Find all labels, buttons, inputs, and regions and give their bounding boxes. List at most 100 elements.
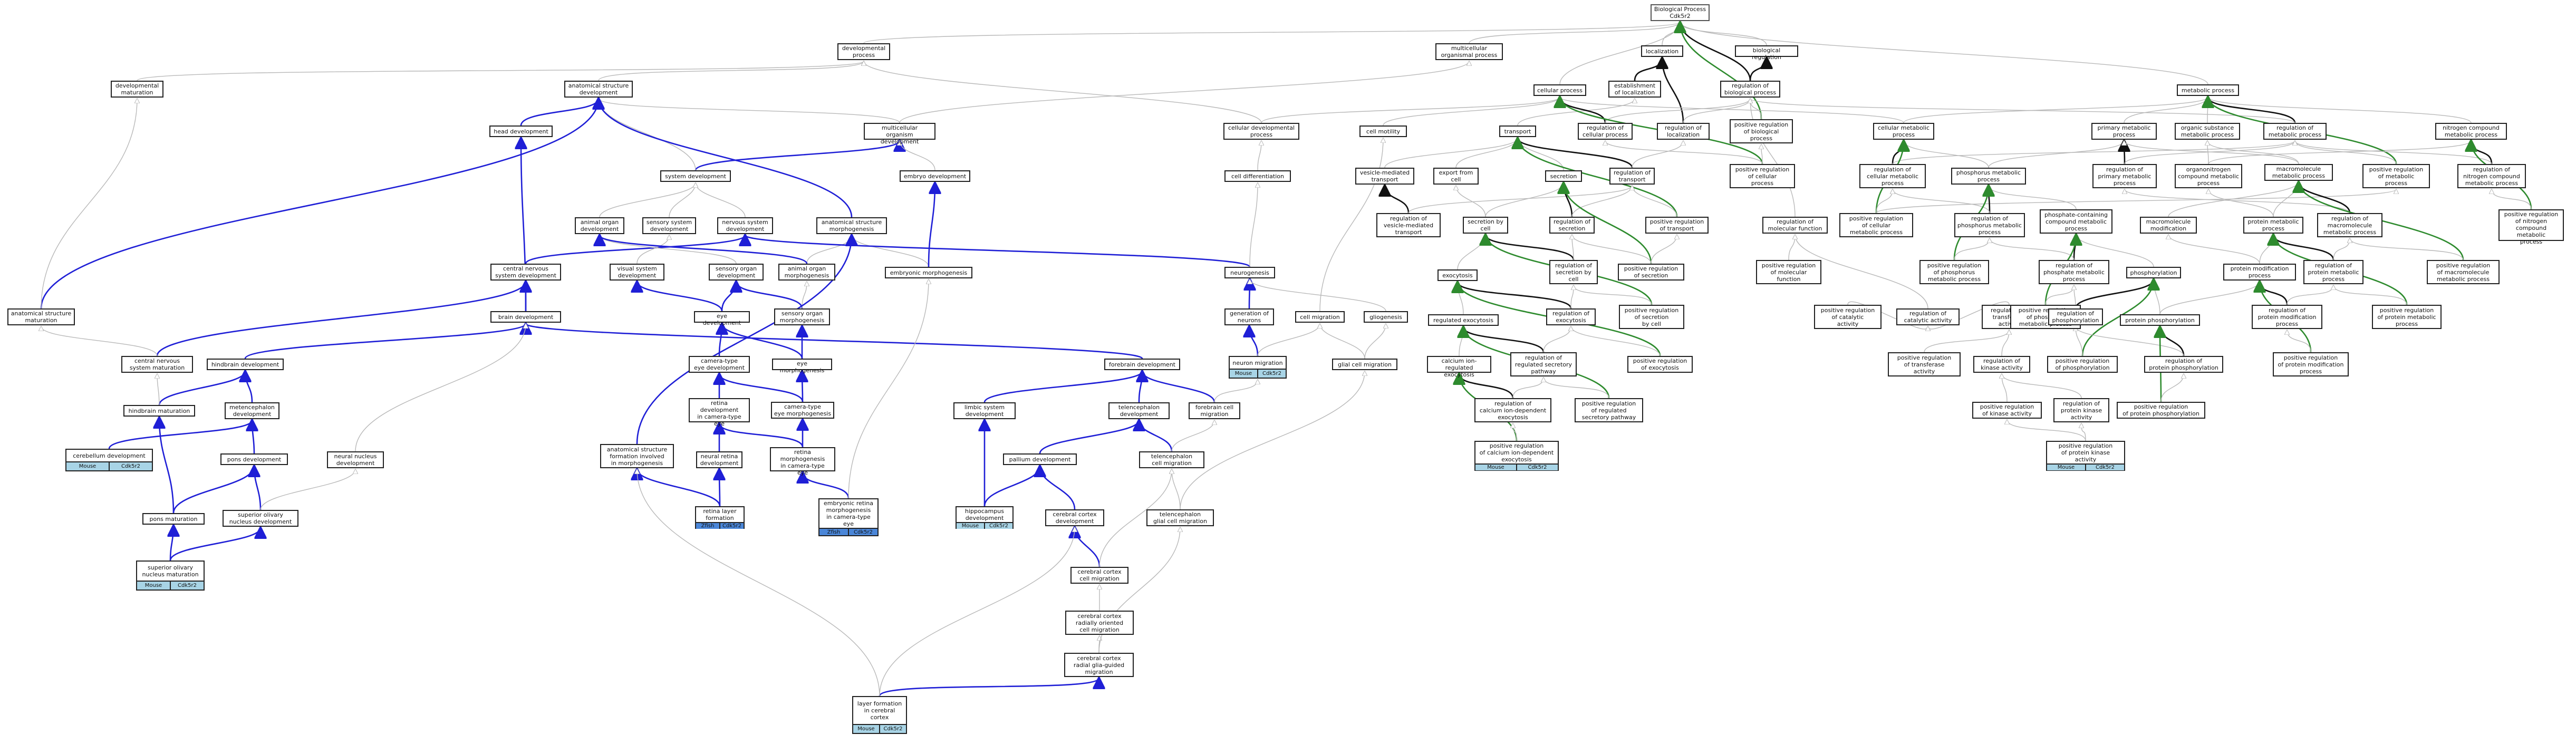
go-term-node-transport[interactable]: transport [1499,125,1536,137]
go-term-node-pos-reg-nitro-met[interactable]: positive regulation of nitrogen compound… [2498,209,2564,245]
go-term-node-reg-reg-sec[interactable]: regulation of regulated secretory pathwa… [1510,352,1577,376]
go-term-node-pos-reg-protein-kinase[interactable]: positive regulation of protein kinase ac… [2046,441,2125,471]
go-term-node-cell-motility[interactable]: cell motility [1359,125,1407,137]
go-term-node-pos-reg-bp[interactable]: positive regulation of biological proces… [1730,119,1793,143]
go-term-node-cerebral-cortex-dev[interactable]: cerebral cortex development [1045,509,1104,526]
go-term-node-embryo-dev[interactable]: embryo development [900,170,970,182]
go-term-node-sensory-sys-dev[interactable]: sensory system development [642,217,696,234]
go-term-node-met-proc[interactable]: metabolic process [2177,84,2239,96]
go-term-node-calcium-exo[interactable]: calcium ion- regulated exocytosis [1427,356,1491,378]
go-term-node-export-cell[interactable]: export from cell [1433,168,1479,185]
go-term-node-reg-nitro-met[interactable]: regulation of nitrogen compound metaboli… [2457,164,2526,188]
go-term-node-eye-dev[interactable]: eye development [694,311,750,326]
go-term-node-cell-dev-proc[interactable]: cellular developmental process [1223,123,1299,140]
go-term-node-camera-eye-dev[interactable]: camera-type eye development [689,356,750,373]
go-term-node-pos-reg-reg-sec[interactable]: positive regulation of regulated secreto… [1575,398,1643,422]
go-term-node-pos-reg-protein-mod[interactable]: positive regulation of protein modificat… [2273,352,2349,376]
go-term-node-reg-phosphate-met[interactable]: regulation of phosphate metabolic proces… [2039,260,2109,284]
go-term-node-reg-cell-sec[interactable]: regulation of secretion by cell [1549,260,1598,284]
go-term-node-pos-reg-kinase[interactable]: positive regulation of kinase activity [1972,402,2042,419]
go-term-node-ana-formation-morph[interactable]: anatomical structure formation involved … [600,444,674,468]
go-term-node-regulated-exo[interactable]: regulated exocytosis [1428,314,1499,326]
go-term-node-eye-morph[interactable]: eye morphogenesis [772,359,832,374]
go-term-node-camera-eye-morph[interactable]: camera-type eye morphogenesis [771,402,834,419]
go-term-node-org-sub-met[interactable]: organic substance metabolic process [2175,123,2240,140]
go-term-node-reg-phosphorylation[interactable]: regulation of phosphorylation [2048,308,2103,325]
go-term-node-pos-reg-phosphorylation[interactable]: positive regulation of phosphorylation [2047,356,2118,373]
go-term-node-exocytosis[interactable]: exocytosis [1437,269,1478,281]
go-term-node-pos-reg-protein-met[interactable]: positive regulation of protein metabolic… [2372,305,2442,329]
go-term-node-gliogenesis[interactable]: gliogenesis [1364,311,1408,323]
go-term-node-neurogenesis[interactable]: neurogenesis [1224,267,1275,278]
go-term-node-reg-secretion[interactable]: regulation of secretion [1549,217,1595,234]
go-term-node-neural-retina-dev[interactable]: neural retina development [696,451,742,468]
go-term-node-reg-bp[interactable]: regulation of biological process [1720,81,1780,98]
go-term-node-pos-reg-exocytosis[interactable]: positive regulation of exocytosis [1627,356,1693,373]
go-term-node-prim-met[interactable]: primary metabolic process [2091,123,2157,140]
go-term-node-reg-exocytosis[interactable]: regulation of exocytosis [1546,308,1596,325]
go-term-node-pos-reg-met[interactable]: positive regulation of metabolic process [2362,164,2430,188]
go-term-node-forebrain-cell-mig[interactable]: forebrain cell migration [1189,402,1240,419]
go-term-node-cns-dev[interactable]: central nervous system development [490,264,561,281]
go-term-node-bio-reg[interactable]: biological regulation [1735,45,1798,61]
go-term-node-multi-org-dev[interactable]: multicellular organism development [864,123,935,145]
go-term-node-reg-met[interactable]: regulation of metabolic process [2263,123,2327,140]
go-term-node-head-dev[interactable]: head development [489,125,553,137]
go-term-node-cell-met[interactable]: cellular metabolic process [1873,123,1934,140]
go-term-node-forebrain-dev[interactable]: forebrain development [1104,359,1180,370]
go-term-node-reg-vesicle-transport[interactable]: regulation of vesicle-mediated transport [1376,213,1441,237]
go-term-node-animal-organ-morph[interactable]: animal organ morphogenesis [778,264,835,281]
go-term-node-telencephalon-glial-mig[interactable]: telencephalon glial cell migration [1146,509,1214,526]
go-term-node-pos-reg-mol-func[interactable]: positive regulation of molecular functio… [1756,260,1821,284]
go-term-node-vesicle-transport[interactable]: vesicle-mediated transport [1355,168,1414,185]
go-term-node-pos-reg-cell-proc[interactable]: positive regulation of cellular process [1730,164,1795,188]
go-term-node-retina-dev[interactable]: retina development in camera-type eye [689,398,750,427]
go-term-node-pos-reg-calcium-exo[interactable]: positive regulation of calcium ion-depen… [1474,441,1559,471]
go-term-node-neural-nucleus-dev[interactable]: neural nucleus development [327,451,384,468]
go-term-node-sensory-organ-morph[interactable]: sensory organ morphogenesis [774,308,830,325]
go-term-node-embryonic-retina-morph[interactable]: embryonic retina morphogenesis in camera… [818,498,879,536]
go-term-node-pallium-dev[interactable]: pallium development [1003,453,1077,465]
go-term-node-gen-neurons[interactable]: generation of neurons [1224,308,1274,325]
go-term-node-reg-kinase[interactable]: regulation of kinase activity [1973,356,2030,373]
go-term-node-reg-protein-phos[interactable]: regulation of protein phosphorylation [2144,356,2223,373]
go-term-node-ana-maturation[interactable]: anatomical structure maturation [7,308,75,325]
go-term-node-multi-org[interactable]: multicellular organismal process [1435,43,1503,60]
go-term-node-pos-reg-transport[interactable]: positive regulation of transport [1645,217,1709,234]
go-term-node-limbic-dev[interactable]: limbic system development [953,402,1016,419]
go-term-node-macro-mod[interactable]: macromolecule modification [2140,217,2197,234]
go-term-node-reg-prim-met[interactable]: regulation of primary metabolic process [2092,164,2157,188]
go-term-node-phos-met[interactable]: phosphorus metabolic process [1951,168,2026,185]
go-term-node-phosphate-met[interactable]: phosphate-containing compound metabolic … [2040,209,2112,234]
go-term-node-reg-loc[interactable]: regulation of localization [1657,123,1710,140]
go-term-node-macro-met[interactable]: macromolecule metabolic process [2264,164,2333,181]
go-term-node-reg-protein-mod[interactable]: regulation of protein modification proce… [2252,305,2322,329]
go-term-node-pos-reg-protein-phos[interactable]: positive regulation of protein phosphory… [2117,402,2205,419]
go-term-node-protein-met[interactable]: protein metabolic process [2243,217,2303,234]
go-term-node-phosphorylation[interactable]: phosphorylation [2126,267,2181,278]
go-term-node-telencephalon-dev[interactable]: telencephalon development [1108,402,1170,419]
go-term-node-localization[interactable]: localization [1641,45,1683,57]
go-term-node-reg-macro-met[interactable]: regulation of macromolecule metabolic pr… [2317,213,2382,237]
go-term-node-animal-organ-dev[interactable]: animal organ development [575,217,624,234]
go-term-node-nerv-sys-dev[interactable]: nervous system development [717,217,773,234]
go-term-node-brain-dev[interactable]: brain development [490,311,561,323]
go-term-node-pons-maturation[interactable]: pons maturation [142,513,205,525]
go-term-node-sys-dev[interactable]: system development [660,170,731,182]
go-term-node-est-loc[interactable]: establishment of localization [1608,81,1661,98]
go-term-node-pos-reg-phos-met[interactable]: positive regulation of phosphorus metabo… [1919,260,1989,284]
go-term-node-bp[interactable]: Biological Process Cdk5r2 [1651,4,1710,21]
go-term-node-reg-protein-kinase[interactable]: regulation of protein kinase activity [2053,398,2109,422]
go-term-node-reg-cell-met[interactable]: regulation of cellular metabolic process [1859,164,1926,188]
go-term-node-secretion[interactable]: secretion [1545,170,1582,182]
go-term-node-cerebral-radial-mig[interactable]: cerebral cortex radially oriented cell m… [1065,611,1134,635]
go-term-node-organonitro-met[interactable]: organonitrogen compound metabolic proces… [2175,164,2242,188]
go-term-node-cerebral-glia-mig[interactable]: cerebral cortex radial glia-guided migra… [1064,653,1134,677]
go-term-node-ana-morph[interactable]: anatomical structure morphogenesis [816,217,887,234]
go-term-node-pos-reg-cat[interactable]: positive regulation of catalytic activit… [1814,305,1882,329]
go-term-node-reg-transport[interactable]: regulation of transport [1609,168,1655,185]
